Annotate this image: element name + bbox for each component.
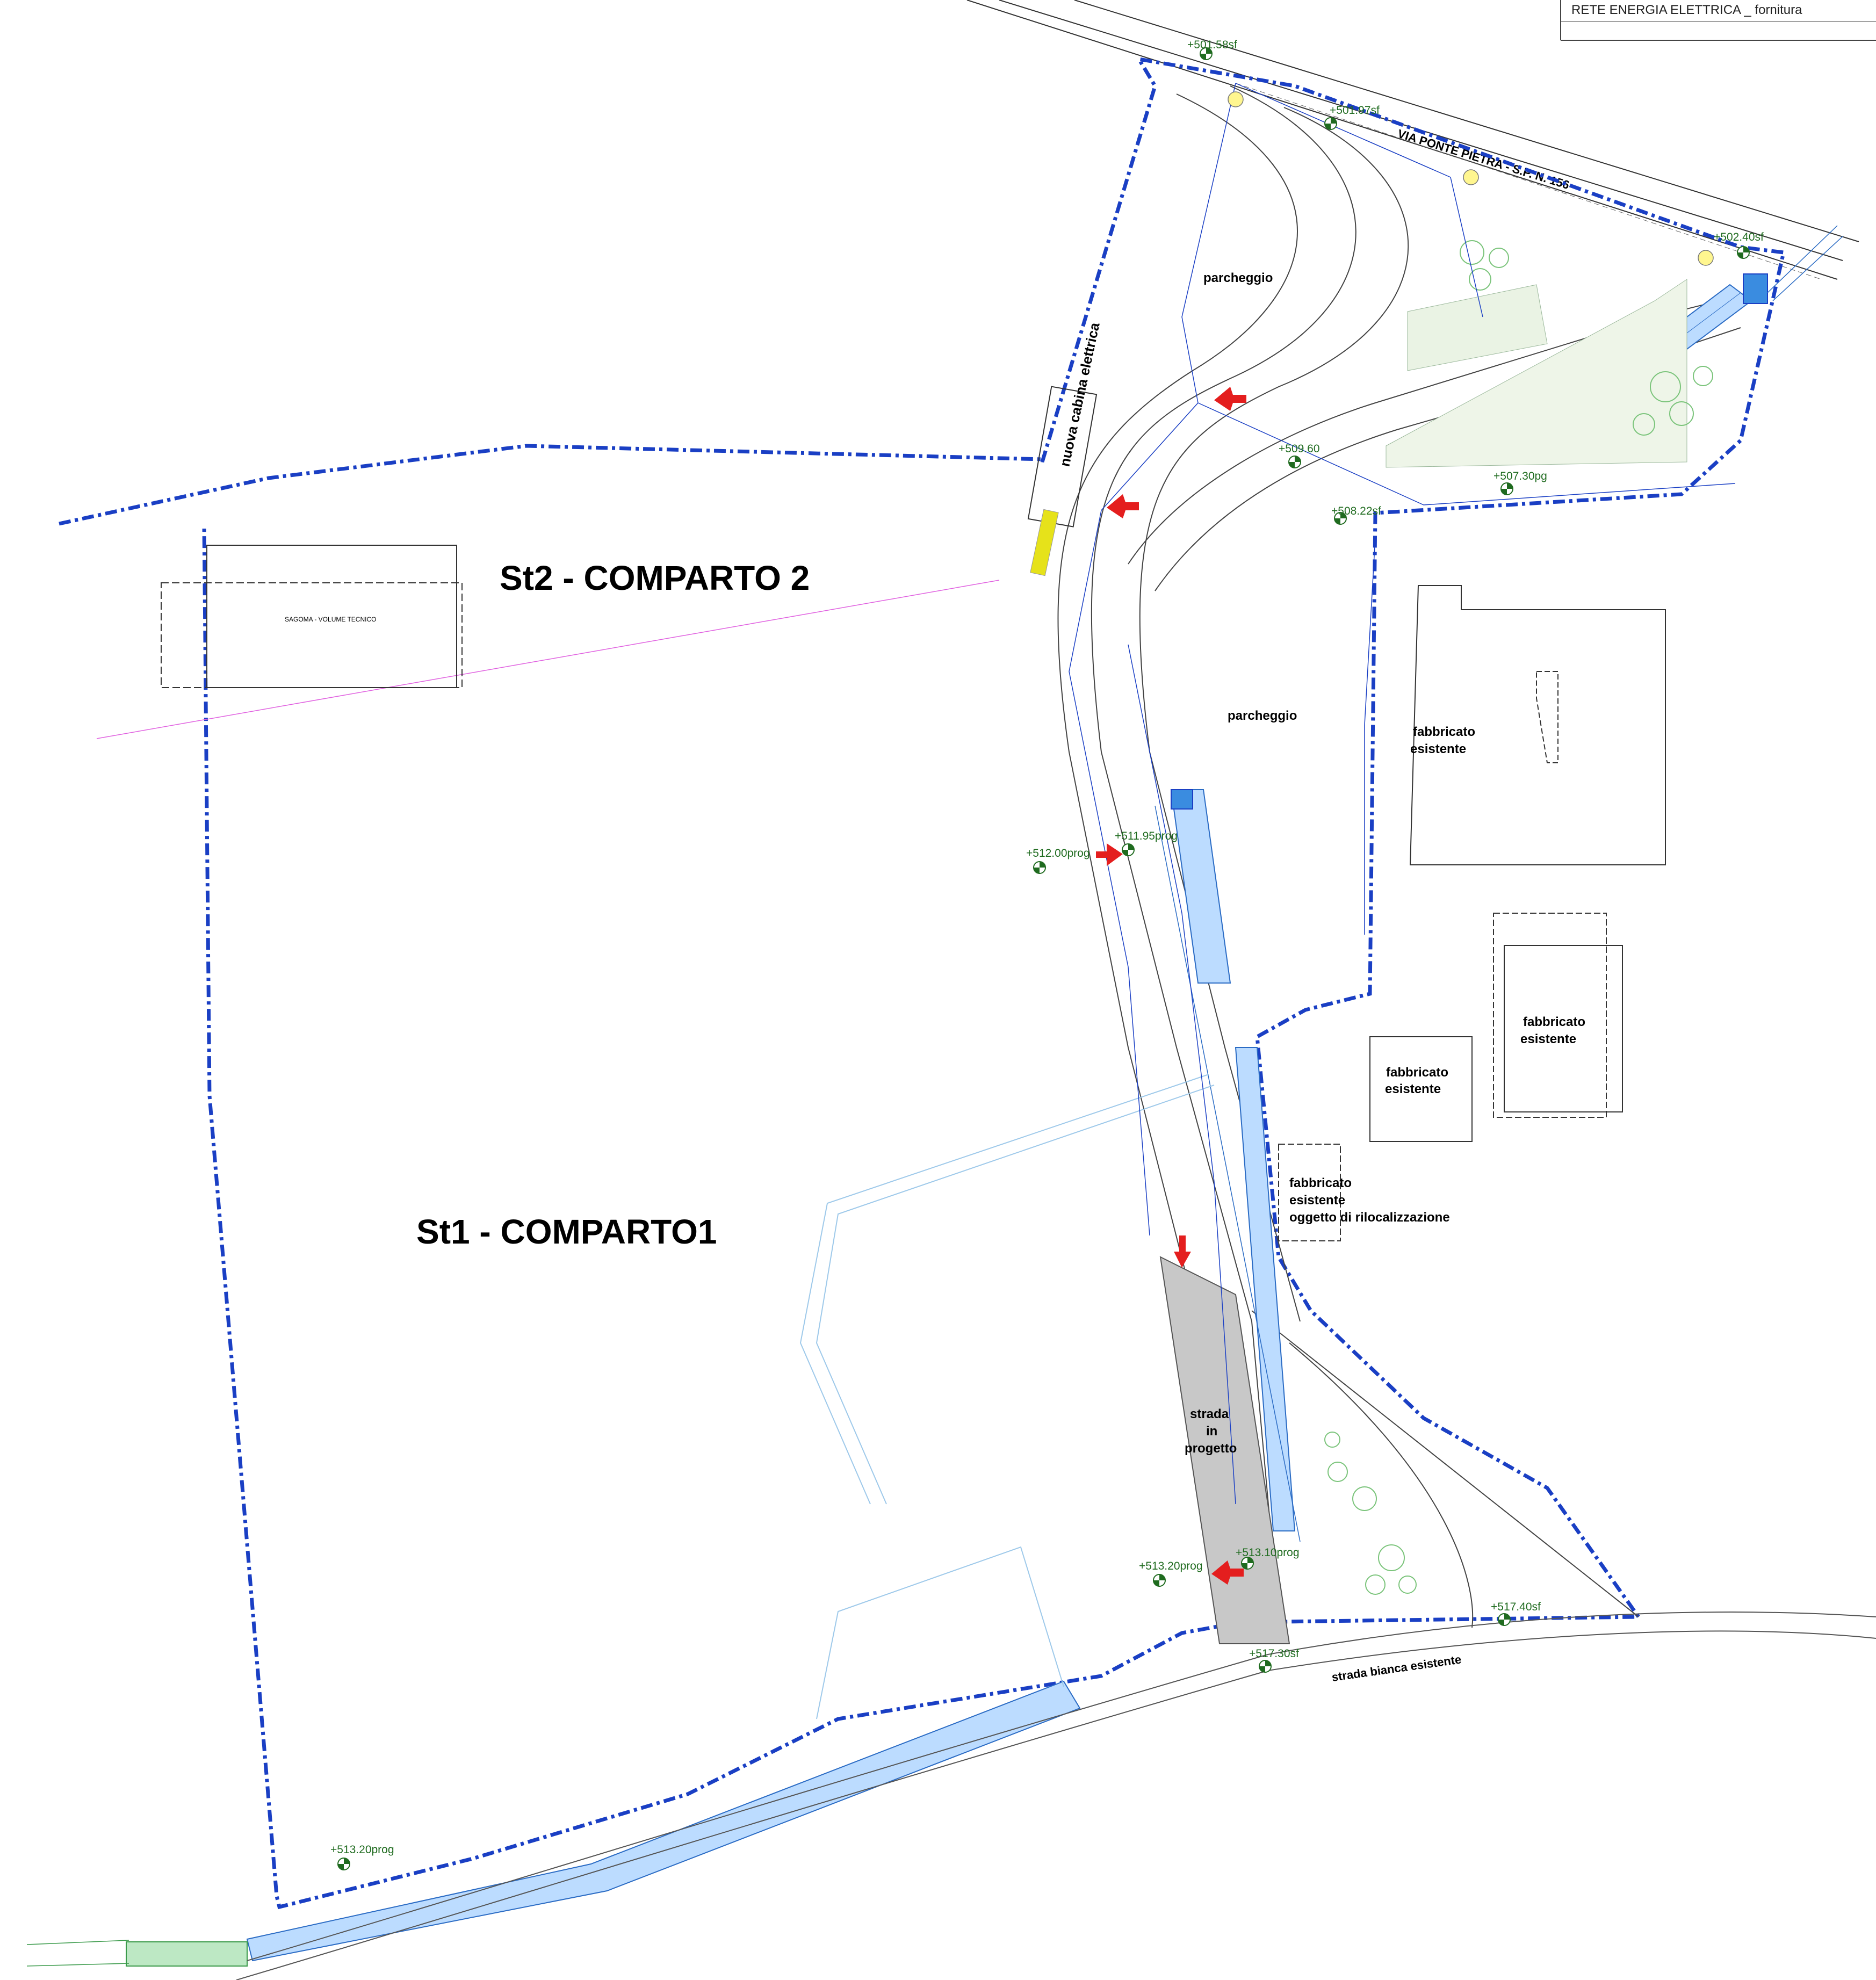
strada-progetto-label: in [1206,1424,1217,1439]
fabbricato-c-label: esistente [1385,1082,1441,1096]
comparto-divider [96,580,1000,739]
access-roads [1057,85,1741,1628]
fabbricato-b-label: esistente [1520,1032,1576,1046]
strada-progetto-label: strada [1190,1407,1229,1421]
elevation-label: +501.97sf [1330,104,1380,117]
elevation-label: +517.30sf [1249,1647,1299,1660]
fabbricato-c-label: fabbricato [1386,1065,1448,1080]
electric-network [1069,83,1736,1505]
parcheggio-top-label: parcheggio [1203,271,1273,285]
elevation-label: +511.95prog [1115,830,1178,842]
elevation-label: +517.40sf [1491,1601,1541,1613]
strada-bianca-road [236,1612,1876,1980]
elevation-label: +509.60 [1279,443,1320,455]
fabbricato-d-label: esistente [1289,1193,1345,1208]
sagoma-label: SAGOMA - VOLUME TECNICO [285,616,376,623]
fabbricato-d-label: oggetto di rilocalizzazione [1289,1210,1450,1225]
elevation-label: +502.40sf [1714,231,1764,243]
existing-buildings [1278,585,1666,1241]
elevation-label: +512.00prog [1026,847,1090,859]
zone-st2-title: St2 - COMPARTO 2 [500,559,810,597]
red-arrows [1096,387,1246,1585]
elevation-label: +507.30pg [1493,470,1547,482]
lamp-points [1228,91,1714,266]
strada-in-progetto-area [1159,1256,1290,1644]
elevation-label: +513.20prog [330,1844,394,1856]
fabbricato-d-label: fabbricato [1289,1176,1352,1190]
title-text: RETE ENERGIA ELETTRICA _ fornitura [1571,3,1802,17]
site-boundary [59,56,1786,1910]
sagoma-volume-tecnico: SAGOMA - VOLUME TECNICO [161,545,463,688]
elevation-label: +513.20prog [1139,1560,1203,1572]
via-ponte-pietra-label: VIA PONTE PIETRA - S.P. N. 156 [1396,127,1571,192]
zone-st1-title: St1 - COMPARTO1 [416,1212,717,1251]
parcheggio-mid-label: parcheggio [1228,709,1297,723]
strada-progetto-label: progetto [1185,1441,1237,1456]
fabbricato-a-label: fabbricato [1413,725,1475,739]
elevation-label: +508.22sf [1331,505,1381,517]
fabbricato-a-label: esistente [1410,742,1466,756]
title-box: RETE ENERGIA ELETTRICA _ fornitura [1560,0,1876,41]
fabbricato-b-label: fabbricato [1523,1015,1585,1029]
canal-middle [1155,789,1301,1542]
elevation-label: +513.10prog [1236,1547,1300,1559]
elevation-label: +501.58sf [1187,39,1237,51]
vegetation [1324,240,1713,1595]
elevation-markers [337,47,1750,1870]
canal-bottom [26,1074,1215,1967]
strada-bianca-label: strada bianca esistente [1331,1652,1462,1684]
